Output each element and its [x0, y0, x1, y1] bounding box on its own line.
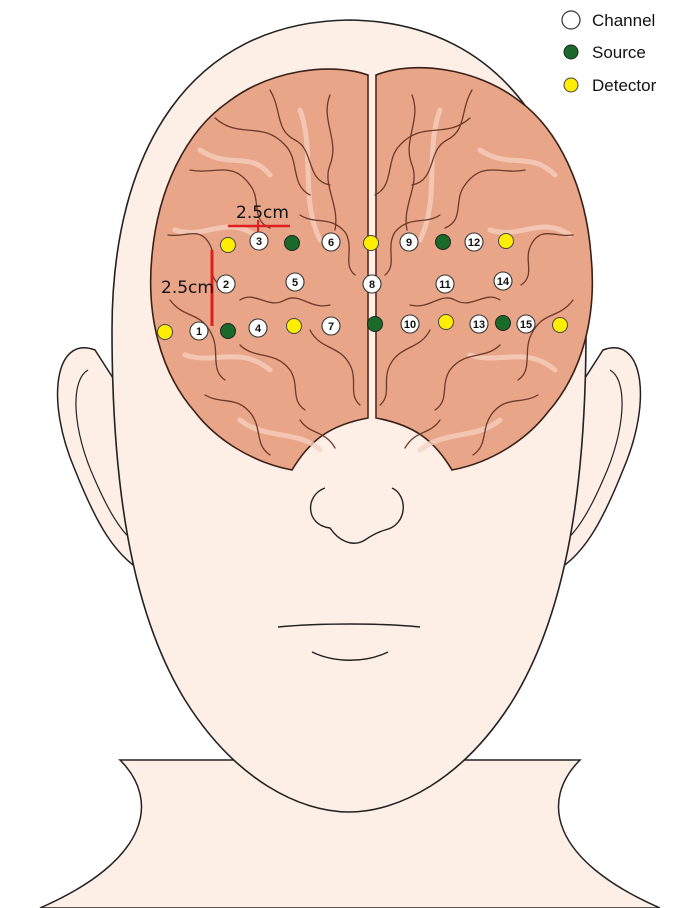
- source-marker: [368, 317, 383, 332]
- channel-number: 15: [520, 319, 532, 331]
- channel-marker: 10: [401, 315, 419, 333]
- channel-marker: 9: [400, 233, 418, 251]
- source-marker: [496, 316, 511, 331]
- legend: Channel Source Detector: [562, 11, 657, 95]
- channel-marker: 2: [217, 275, 235, 293]
- channel-legend-icon: [562, 11, 580, 29]
- channel-marker: 3: [250, 232, 268, 250]
- channel-number: 6: [328, 237, 334, 249]
- channel-number: 12: [468, 237, 480, 249]
- channel-number: 1: [196, 326, 202, 338]
- detector-marker: [364, 236, 379, 251]
- channel-marker: 1: [190, 322, 208, 340]
- detector-legend-icon: [564, 78, 578, 92]
- vertical-scale-label: 2.5cm: [161, 278, 214, 298]
- source-legend-icon: [564, 45, 578, 59]
- detector-marker: [221, 238, 236, 253]
- channel-number: 7: [328, 321, 334, 333]
- channel-marker: 4: [249, 319, 267, 337]
- channel-legend-label: Channel: [592, 11, 655, 30]
- source-marker: [285, 236, 300, 251]
- channel-marker: 7: [322, 317, 340, 335]
- channel-marker: 6: [322, 233, 340, 251]
- detector-marker: [553, 318, 568, 333]
- detector-marker: [439, 315, 454, 330]
- channel-number: 13: [473, 319, 485, 331]
- channel-marker: 12: [465, 233, 483, 251]
- detector-marker: [287, 319, 302, 334]
- detector-marker: [499, 234, 514, 249]
- source-legend-label: Source: [592, 43, 646, 62]
- channel-marker: 11: [436, 275, 454, 293]
- channel-number: 4: [255, 323, 262, 335]
- detector-marker: [158, 325, 173, 340]
- channel-number: 5: [292, 277, 298, 289]
- channel-number: 8: [369, 279, 375, 291]
- channel-marker: 13: [470, 315, 488, 333]
- channel-number: 3: [256, 236, 262, 248]
- channel-number: 14: [497, 276, 510, 288]
- horizontal-scale-label: 2.5cm: [236, 203, 289, 223]
- channel-number: 10: [404, 319, 416, 331]
- channel-number: 11: [439, 279, 451, 291]
- source-marker: [221, 324, 236, 339]
- detector-legend-label: Detector: [592, 76, 657, 95]
- channel-number: 9: [406, 237, 412, 249]
- channel-number: 2: [223, 279, 229, 291]
- channel-marker: 5: [286, 273, 304, 291]
- channel-marker: 14: [494, 272, 512, 290]
- channel-marker: 8: [363, 275, 381, 293]
- channel-marker: 15: [517, 315, 535, 333]
- source-marker: [436, 235, 451, 250]
